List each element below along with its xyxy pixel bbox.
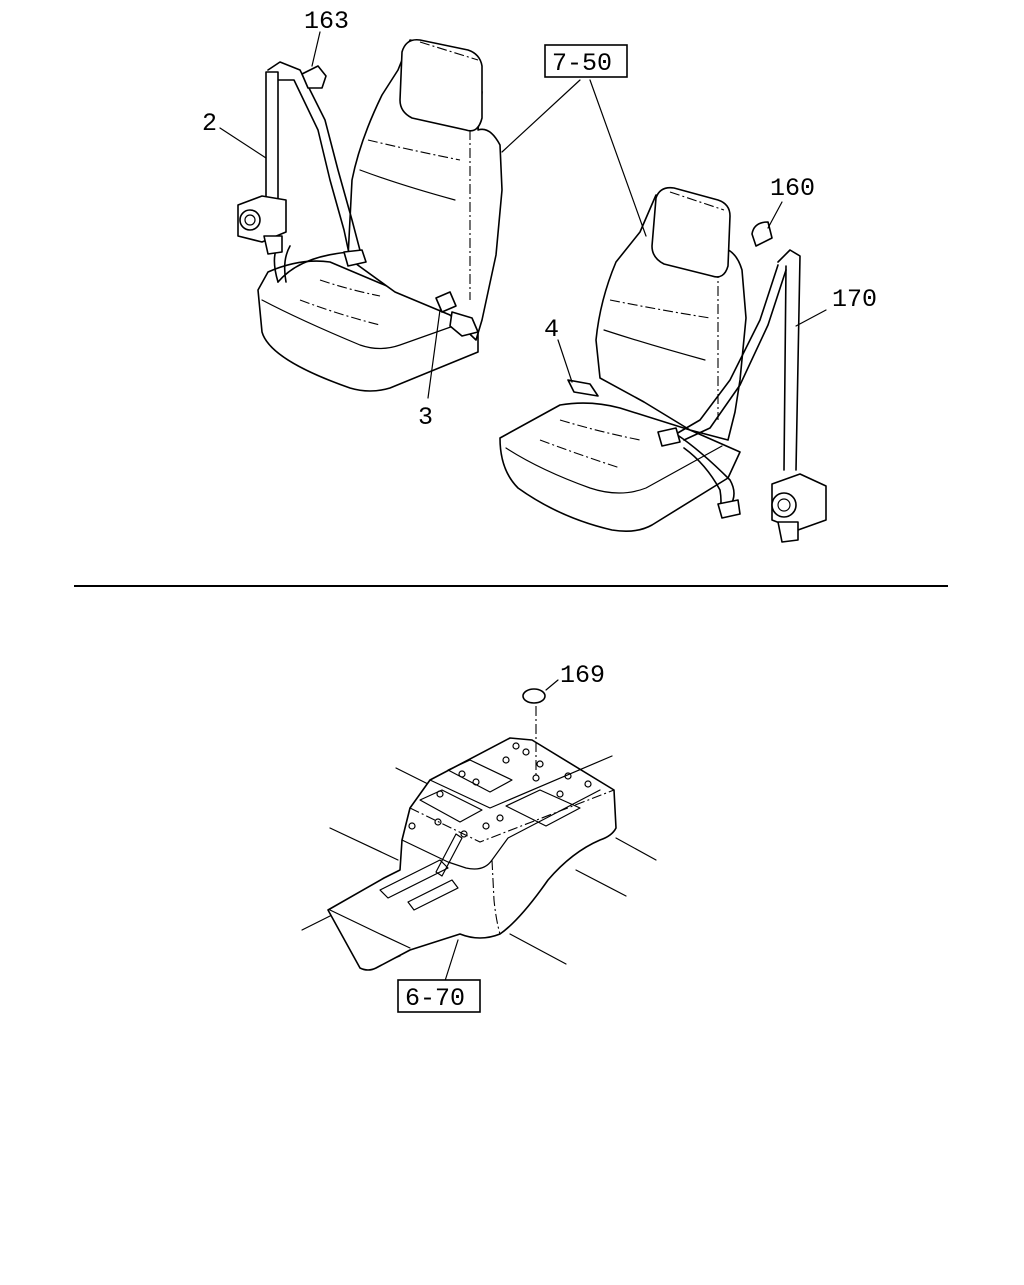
callout-7-50: 7-50 — [552, 49, 612, 78]
callout-170: 170 — [832, 285, 877, 314]
callout-160: 160 — [770, 174, 815, 203]
leader-6-70 — [443, 939, 459, 985]
callout-box-7-50 — [544, 44, 628, 78]
right-seat — [499, 186, 827, 543]
floor-console — [301, 688, 657, 971]
callout-163: 163 — [304, 7, 349, 36]
callout-169: 169 — [560, 661, 605, 690]
callout-4: 4 — [544, 315, 559, 344]
left-seat — [237, 38, 503, 392]
callout-2: 2 — [202, 109, 217, 138]
leader-169 — [545, 679, 559, 691]
callout-box-6-70 — [397, 979, 481, 1013]
callout-6-70: 6-70 — [405, 984, 465, 1013]
callout-3: 3 — [418, 403, 433, 432]
leader-lines-top — [219, 31, 827, 399]
